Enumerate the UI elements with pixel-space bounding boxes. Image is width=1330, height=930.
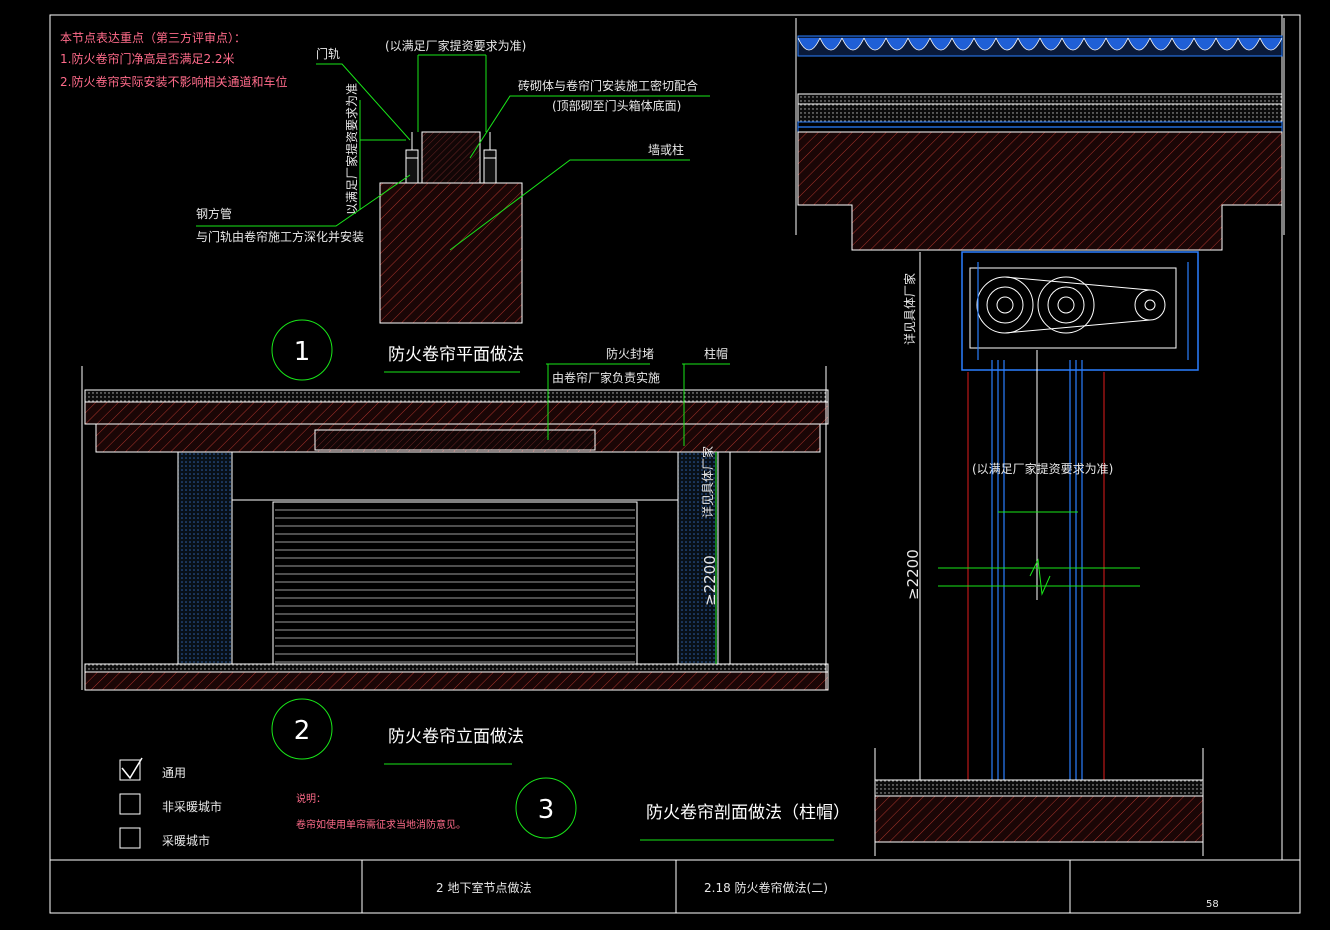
scallop [1215,37,1239,51]
checkbox-heating [119,827,141,849]
drainage-scallops [797,37,1283,51]
view-2-label: 2 防火卷帘立面做法 [271,698,524,765]
scallop [863,37,887,51]
remarks-title: 说明： [296,792,326,805]
checkbox-general [119,759,141,781]
scallop [1259,37,1283,51]
plan-detail: (以满足厂家提资要求为准) 门轨 以满足厂家提资要求为准 砖砌体与卷帘门安装施工… [196,38,710,324]
remarks: 说明： 卷帘如使用单帘需征求当地消防意见。 [296,792,466,831]
scallop [1171,37,1195,51]
scallop [929,37,953,51]
by-manufacturer-label: 由卷帘厂家负责实施 [552,370,660,385]
section-see-manufacturer: 详见具体厂家 [902,273,917,345]
view-1-number: 1 [294,337,311,367]
notes-line-2: 2.防火卷帘实际安装不影响相关通道和车位 [60,74,287,89]
scallop [1193,37,1217,51]
legend-non-heating: 非采暖城市 [162,799,222,814]
scallop [995,37,1019,51]
legend-heating: 采暖城市 [162,833,210,848]
wall-column-label: 墙或柱 [648,142,684,157]
checkbox-non-heating [119,793,141,815]
page-number: 58 [1206,899,1219,910]
view-1-title: 防火卷帘平面做法 [388,345,524,365]
scallop [1039,37,1063,51]
view-1-label: 1 防火卷帘平面做法 [271,319,524,381]
steel-tube-label: 钢方管 [196,206,232,221]
scallop [907,37,931,51]
notes-line-1: 1.防火卷帘门净高是否满足2.2米 [60,51,235,66]
plan-top-note: (以满足厂家提资要求为准) [385,38,526,53]
scallop [1237,37,1261,51]
title-block: 2 地下室节点做法 2.18 防火卷帘做法(二) 58 [436,880,1219,910]
masonry-note-1: 砖砌体与卷帘门安装施工密切配合 [518,78,698,93]
plan-vertical-note: 以满足厂家提资要求为准 [344,83,359,215]
elev-clear-height: ≥2200 [701,555,719,606]
check-icon [121,757,143,780]
elev-see-manufacturer: 详见具体厂家 [700,446,715,518]
chapter-title: 2 地下室节点做法 [436,880,531,895]
scallop [1149,37,1173,51]
fire-seal-label: 防火封堵 [606,346,654,361]
view-3-label: 3 防火卷帘剖面做法（柱帽） [515,777,850,841]
scallop [1105,37,1129,51]
scallop [1083,37,1107,51]
scallop [973,37,997,51]
legend: 通用 非采暖城市 采暖城市 [119,757,222,849]
scallop [819,37,843,51]
steel-tube-note: 与门轨由卷帘施工方深化并安装 [196,229,364,244]
section-clear-height: ≥2200 [904,549,922,600]
masonry-note-2: (顶部砌至门头箱体底面) [552,98,681,113]
view-2-number: 2 [294,716,311,746]
section-note: (以满足厂家提资要求为准) [972,461,1113,476]
scallop [1017,37,1041,51]
view-3-number: 3 [538,795,555,825]
scallop [1061,37,1085,51]
legend-general: 通用 [162,766,186,780]
door-rail-label: 门轨 [316,46,340,61]
scallop [885,37,909,51]
scallop [797,37,821,51]
scallop [1127,37,1151,51]
remarks-text: 卷帘如使用单帘需征求当地消防意见。 [296,818,466,831]
guide-rails [991,350,1083,780]
review-notes: 本节点表达重点（第三方评审点）： 1.防火卷帘门净高是否满足2.2米 2.防火卷… [60,30,287,89]
elevation-view: 防火封堵 柱帽 由卷帘厂家负责实施 详见具体厂家 ≥2200 [81,346,829,691]
view-2-title: 防火卷帘立面做法 [388,727,524,747]
scallop [951,37,975,51]
section-view: (以满足厂家提资要求为准) 详见具体厂家 ≥2200 [795,18,1285,856]
shutter-slats [275,509,635,663]
scallop [841,37,865,51]
column-cap-label: 柱帽 [704,346,728,361]
view-3-title: 防火卷帘剖面做法（柱帽） [646,803,850,823]
section-title: 2.18 防火卷帘做法(二) [704,880,828,895]
notes-heading: 本节点表达重点（第三方评审点）： [60,30,246,45]
